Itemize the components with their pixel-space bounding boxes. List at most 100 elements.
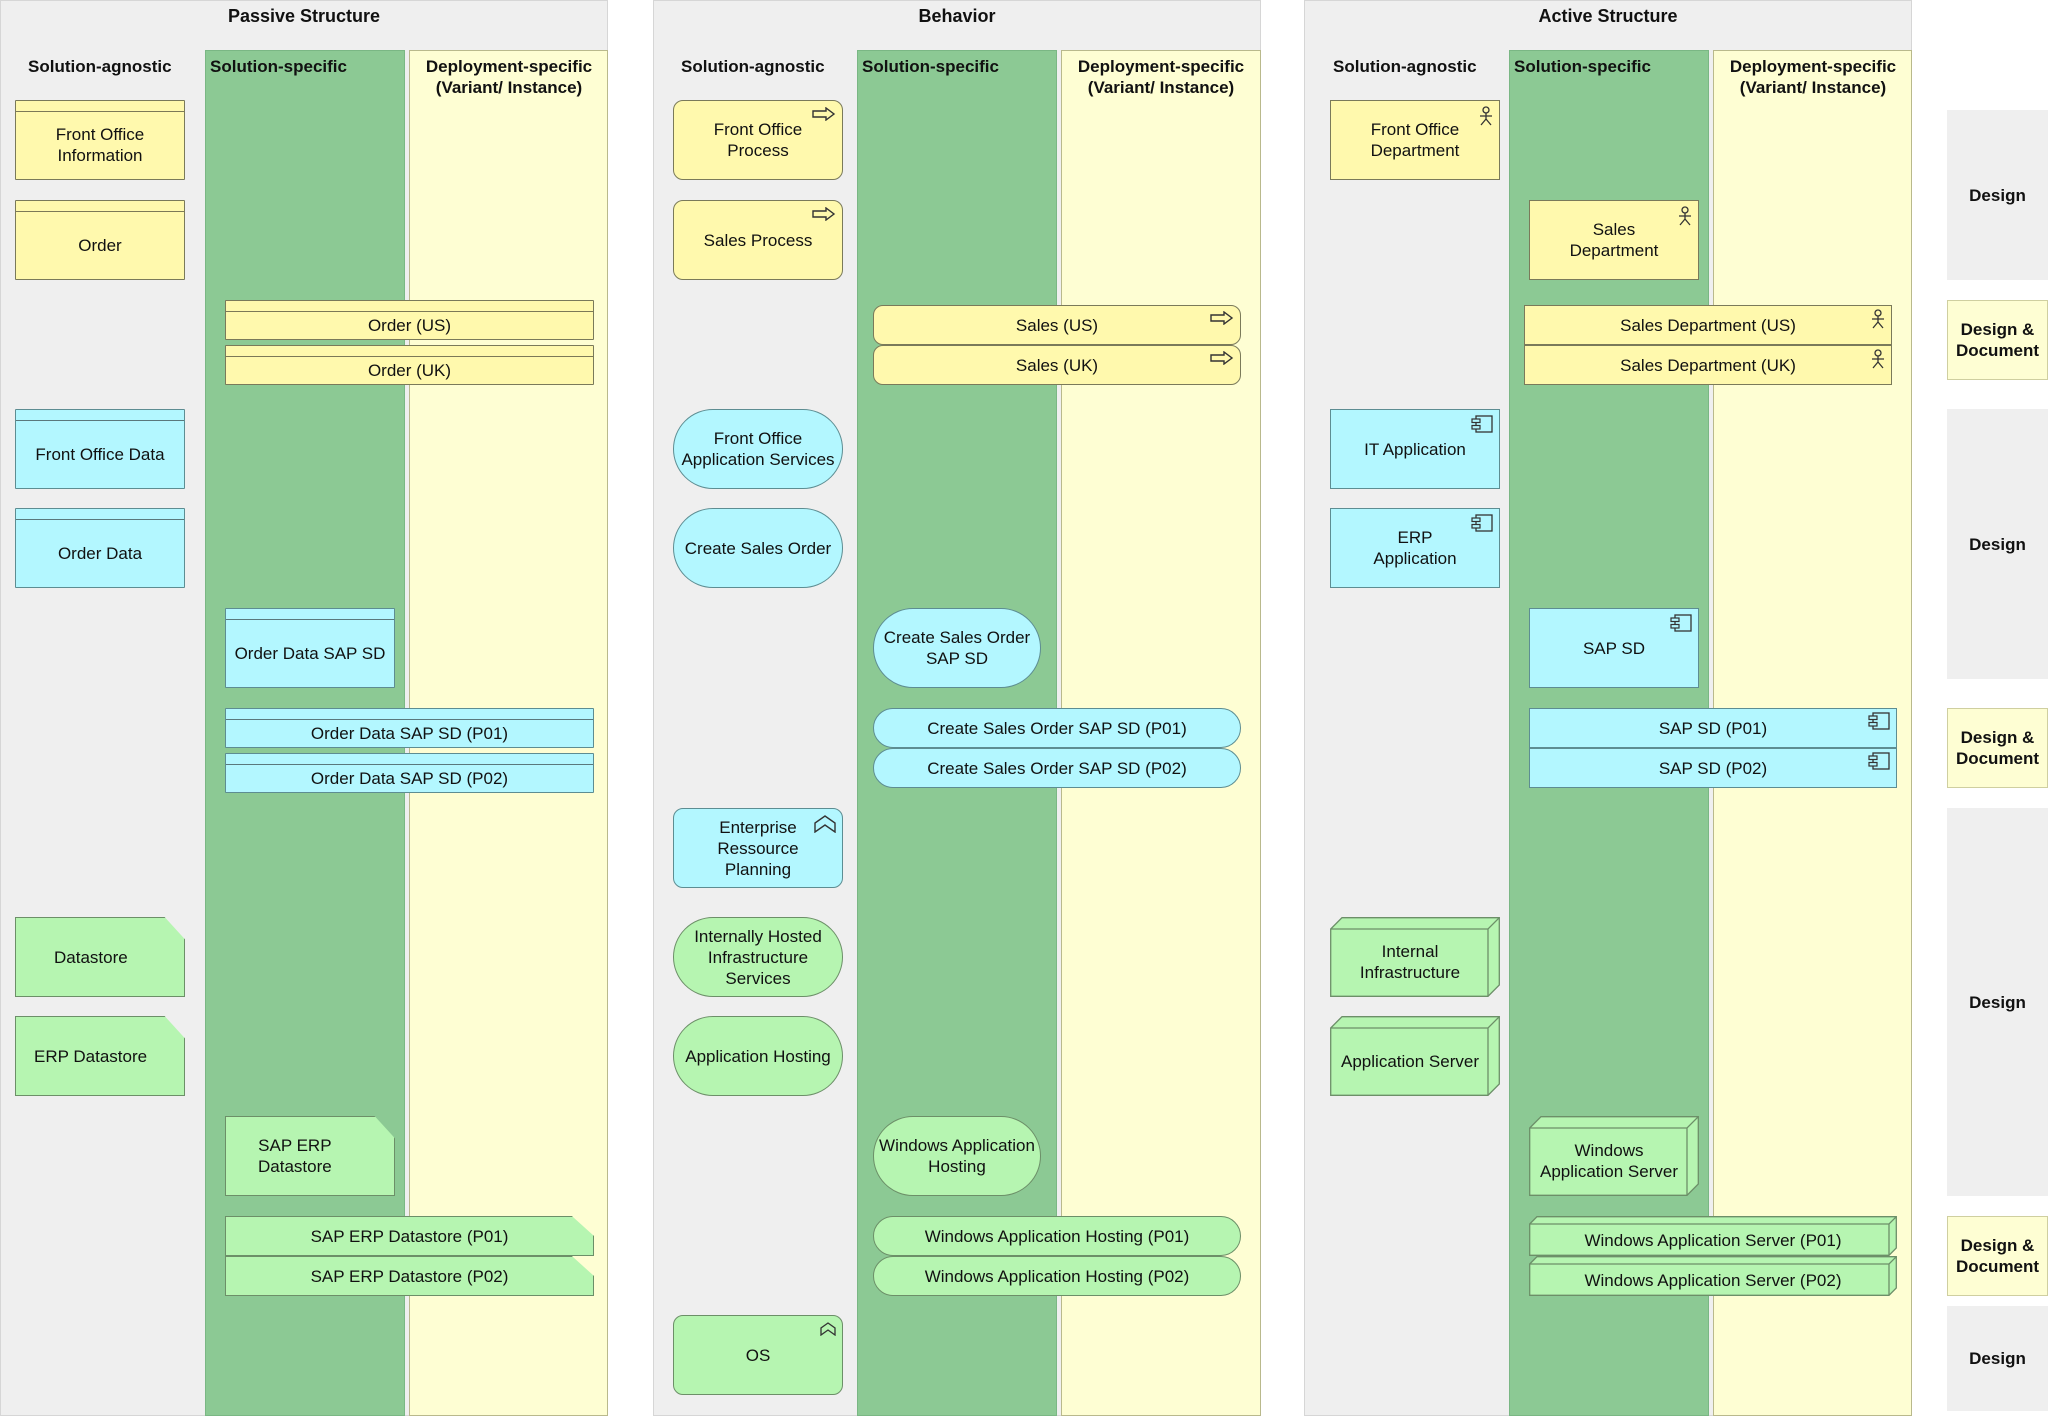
col-header-deployment-specific: Deployment-specific (Variant/ Instance) [1077,57,1245,97]
business-object[interactable]: Front Office Information [15,100,185,180]
technology-service[interactable]: Windows Application Hosting (P02) [873,1256,1241,1296]
element-label: Application Server [1341,1051,1479,1071]
application-service[interactable]: Create Sales Order SAP SD (P02) [873,748,1241,788]
element-label: SAP SD [1582,638,1646,658]
business-process[interactable]: Front Office Process [673,100,843,180]
col-header-solution-agnostic: Solution-agnostic [28,57,172,76]
element-label: Sales Process [703,230,813,250]
technology-node[interactable]: Internal Infrastructure [1330,917,1500,997]
actor-icon [1872,309,1884,329]
component-icon [1471,514,1493,532]
application-function[interactable]: Enterprise Ressource Planning [673,808,843,888]
application-service[interactable]: Front Office Application Services [673,409,843,489]
component-icon [1670,614,1692,632]
band-design-document: Design & Document [1947,708,2048,788]
group-title-behavior: Behavior [918,6,996,26]
application-service[interactable]: Create Sales Order SAP SD [873,608,1041,688]
element-label: Sales (UK) [1015,355,1099,375]
artifact[interactable]: Datastore [15,917,185,997]
element-label: Sales Department (US) [1620,315,1796,335]
data-object[interactable]: Order Data SAP SD (P02) [225,753,594,793]
node-box-shape [1529,1256,1897,1296]
business-object[interactable]: Order (US) [225,300,594,340]
band-design: Design [1947,1306,2048,1411]
process-arrow-icon [1210,351,1234,365]
element-label: Enterprise Ressource Planning [717,817,799,879]
business-actor[interactable]: Sales Department (UK) [1524,345,1892,385]
element-label: Sales Department [1569,220,1659,260]
business-actor[interactable]: Front Office Department [1330,100,1500,180]
application-component[interactable]: SAP SD [1529,608,1699,688]
artifact-label: SAP ERP Datastore [258,1136,332,1176]
data-object[interactable]: Order Data SAP SD [225,608,395,688]
technology-function[interactable]: OS [673,1315,843,1395]
element-label: Windows Application Server (P02) [1584,1270,1842,1290]
function-chevron-icon [814,815,836,833]
group-title-passive: Passive Structure [227,6,381,26]
band-design-document: Design & Document [1947,300,2048,380]
element-label: Front Office Process [713,120,803,160]
business-process[interactable]: Sales (US) [873,305,1241,345]
col-header-solution-agnostic: Solution-agnostic [681,57,825,76]
node-box-shape [1529,1216,1897,1256]
process-arrow-icon [812,207,836,221]
actor-icon [1480,106,1492,126]
band-design-document: Design & Document [1947,1216,2048,1296]
artifact[interactable]: SAP ERP Datastore [225,1116,395,1196]
business-process[interactable]: Sales Process [673,200,843,280]
technology-node[interactable]: Windows Application Server [1529,1116,1699,1196]
data-object[interactable]: Order Data [15,508,185,588]
element-label: SAP SD (P01) [1658,718,1768,738]
business-actor[interactable]: Sales Department (US) [1524,305,1892,345]
technology-service[interactable]: Windows Application Hosting [873,1116,1041,1196]
process-arrow-icon [812,107,836,121]
technology-node[interactable]: Application Server [1330,1016,1500,1096]
application-component[interactable]: SAP SD (P01) [1529,708,1897,748]
technology-service[interactable]: Windows Application Hosting (P01) [873,1216,1241,1256]
band-design: Design [1947,808,2048,1196]
technology-service[interactable]: Internally Hosted Infrastructure Service… [673,917,843,997]
col-header-solution-specific: Solution-specific [210,57,347,76]
element-label: IT Application [1364,439,1466,459]
node-box-shape [1330,917,1500,997]
element-label: Internal Infrastructure [1359,942,1461,982]
function-chevron-icon [820,1322,836,1336]
actor-icon [1679,206,1691,226]
actor-icon [1872,349,1884,369]
application-service[interactable]: Create Sales Order SAP SD (P01) [873,708,1241,748]
element-label: ERP Application [1373,528,1457,568]
data-object[interactable]: Front Office Data [15,409,185,489]
artifact-label: ERP Datastore [34,1046,148,1066]
artifact[interactable]: SAP ERP Datastore (P02) [225,1256,594,1296]
component-icon [1868,752,1890,770]
element-label: Windows Application Server [1540,1141,1678,1181]
business-process[interactable]: Sales (UK) [873,345,1241,385]
col-header-solution-specific: Solution-specific [1514,57,1651,76]
artifact-label: Datastore [54,947,128,967]
artifact[interactable]: SAP ERP Datastore (P01) [225,1216,594,1256]
artifact-label: SAP ERP Datastore (P02) [310,1266,509,1286]
application-component[interactable]: ERP Application [1330,508,1500,588]
element-label: Front Office Department [1370,120,1460,160]
business-object[interactable]: Order (UK) [225,345,594,385]
band-design: Design [1947,409,2048,679]
col-header-solution-agnostic: Solution-agnostic [1333,57,1477,76]
element-label: Sales Department (UK) [1620,355,1796,375]
technology-node[interactable]: Windows Application Server (P02) [1529,1256,1897,1296]
element-label: Sales (US) [1015,315,1099,335]
node-box-shape [1529,1116,1699,1196]
business-object[interactable]: Order [15,200,185,280]
node-box-shape [1330,1016,1500,1096]
data-object[interactable]: Order Data SAP SD (P01) [225,708,594,748]
band-design: Design [1947,110,2048,280]
element-label: SAP SD (P02) [1658,758,1768,778]
application-component[interactable]: IT Application [1330,409,1500,489]
component-icon [1868,712,1890,730]
col-header-deployment-specific: Deployment-specific (Variant/ Instance) [425,57,593,97]
artifact[interactable]: ERP Datastore [15,1016,185,1096]
business-actor[interactable]: Sales Department [1529,200,1699,280]
application-component[interactable]: SAP SD (P02) [1529,748,1897,788]
application-service[interactable]: Create Sales Order [673,508,843,588]
technology-service[interactable]: Application Hosting [673,1016,843,1096]
technology-node[interactable]: Windows Application Server (P01) [1529,1216,1897,1256]
